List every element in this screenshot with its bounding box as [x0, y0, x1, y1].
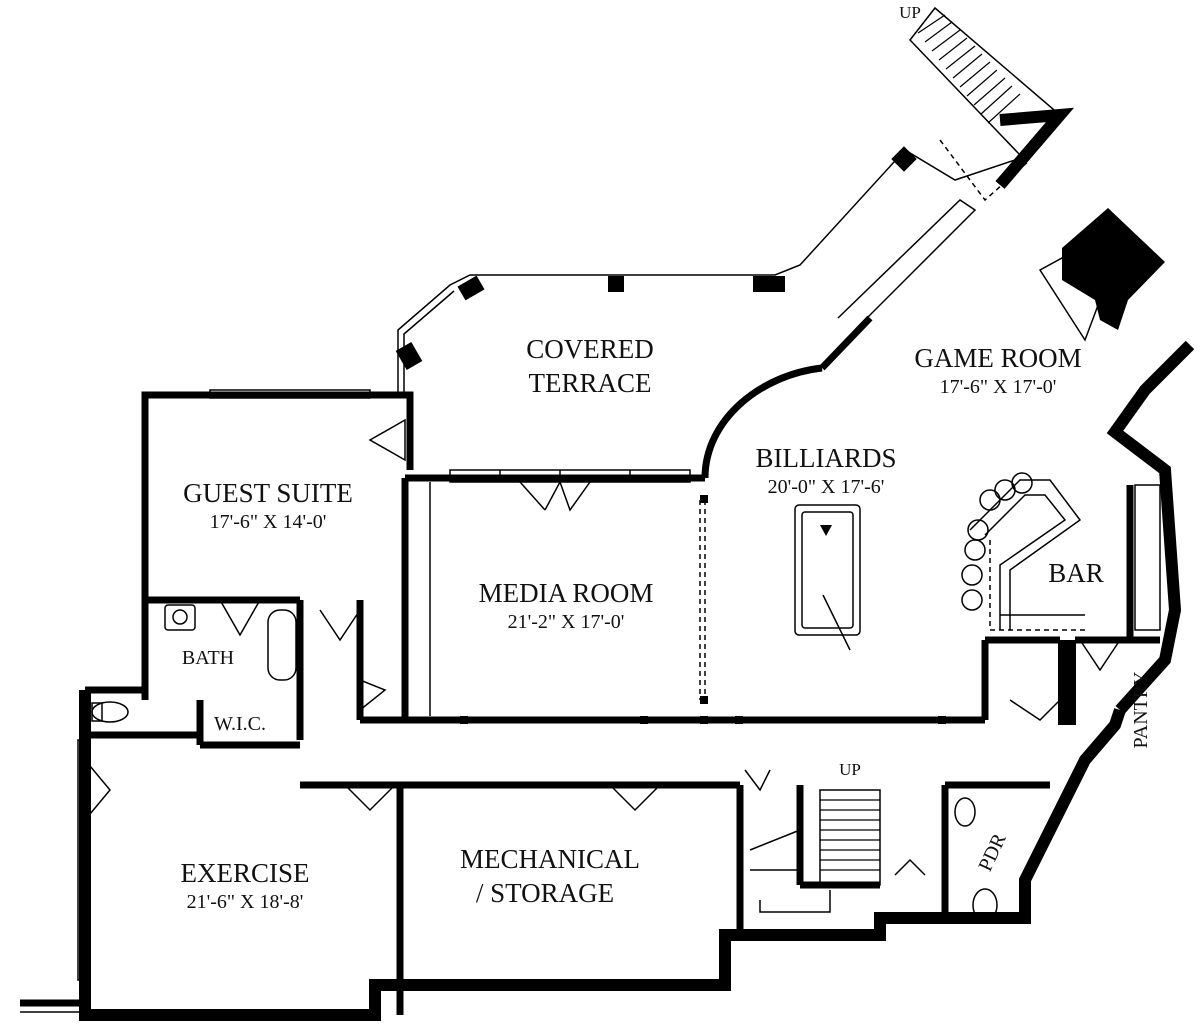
wic-label: W.I.C. — [214, 713, 266, 735]
bath-label: BATH — [182, 647, 234, 669]
guest-suite-wall — [85, 391, 414, 694]
billiards-dims: 20'-0" X 17'-6' — [768, 476, 885, 498]
upper-stair — [909, 6, 1075, 202]
covered-terrace-label-2: TERRACE — [528, 368, 651, 398]
pantry-label: PANTRY — [1130, 671, 1152, 748]
doors — [84, 418, 1121, 821]
upper-stair-up-label: UP — [899, 3, 921, 22]
interior-walls — [85, 199, 1160, 1015]
media-room-label: MEDIA ROOM — [479, 578, 654, 608]
exterior-wall-right — [1106, 340, 1195, 715]
lower-stair — [749, 785, 926, 913]
exterior-wall-bottom — [79, 690, 1126, 1021]
mechanical-label-1: MECHANICAL — [460, 844, 640, 874]
exercise-label: EXERCISE — [180, 858, 309, 888]
terrace-columns — [395, 146, 917, 371]
fixtures — [91, 472, 1033, 922]
media-room-dims: 21'-2" X 17'-0' — [508, 611, 625, 633]
room-labels: UP UP COVERED TERRACE GAME ROOM 17'-6" X… — [180, 3, 1152, 913]
exercise-dims: 21'-6" X 18'-8' — [187, 891, 304, 913]
bar-label: BAR — [1048, 558, 1104, 588]
billiards-label: BILLIARDS — [756, 443, 897, 473]
exterior-walls — [79, 119, 1195, 1021]
mechanical-label-2: / STORAGE — [476, 878, 614, 908]
windows — [77, 389, 1161, 981]
game-room-dims: 17'-6" X 17'-0' — [940, 376, 1057, 398]
lower-stair-up-label: UP — [839, 760, 861, 779]
game-room-label: GAME ROOM — [914, 343, 1081, 373]
covered-terrace-label-1: COVERED — [526, 334, 654, 364]
guest-suite-dims: 17'-6" X 14'-0' — [210, 511, 327, 533]
fireplace — [1038, 208, 1165, 342]
terrace-outline — [397, 119, 1056, 395]
pdr-label: PDR — [974, 830, 1011, 875]
guest-suite-label: GUEST SUITE — [183, 478, 353, 508]
